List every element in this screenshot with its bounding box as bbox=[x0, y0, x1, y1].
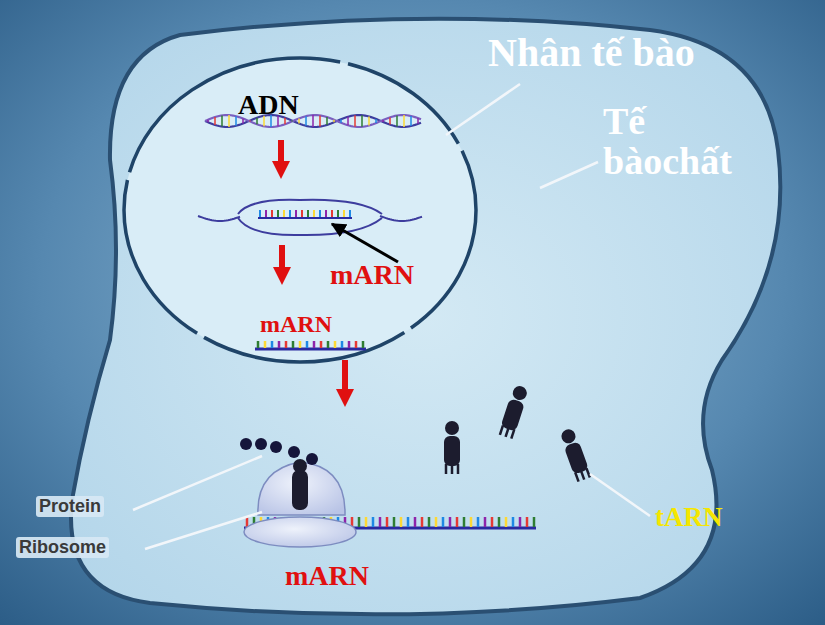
mrna-label: mARN bbox=[330, 260, 414, 289]
mrna-label: mARN bbox=[260, 312, 332, 337]
ribosome-small-subunit bbox=[244, 517, 356, 547]
ribosome-label: Ribosome bbox=[16, 537, 109, 558]
nucleus bbox=[124, 58, 476, 362]
nucleus-label: Nhân tế bào bbox=[488, 32, 695, 74]
cell-membrane bbox=[71, 19, 780, 615]
protein-label: Protein bbox=[36, 496, 104, 517]
pointer-arrow bbox=[332, 224, 398, 262]
mrna-strand bbox=[255, 341, 366, 349]
transcription-bubble bbox=[198, 200, 422, 235]
dna-label: ADN bbox=[238, 90, 299, 119]
nuclear-envelope bbox=[124, 58, 476, 362]
leader-lines bbox=[133, 84, 650, 549]
trna-label: tARN bbox=[655, 503, 723, 531]
process-arrow bbox=[279, 245, 285, 276]
trna-in-ribosome bbox=[292, 459, 308, 510]
process-arrow bbox=[278, 140, 284, 170]
trna-molecules bbox=[444, 384, 592, 482]
dna-helix bbox=[205, 115, 421, 127]
process-arrow bbox=[342, 360, 348, 398]
cytoplasm-label: Tế bàochất bbox=[603, 102, 763, 182]
mrna-label: mARN bbox=[285, 561, 369, 590]
